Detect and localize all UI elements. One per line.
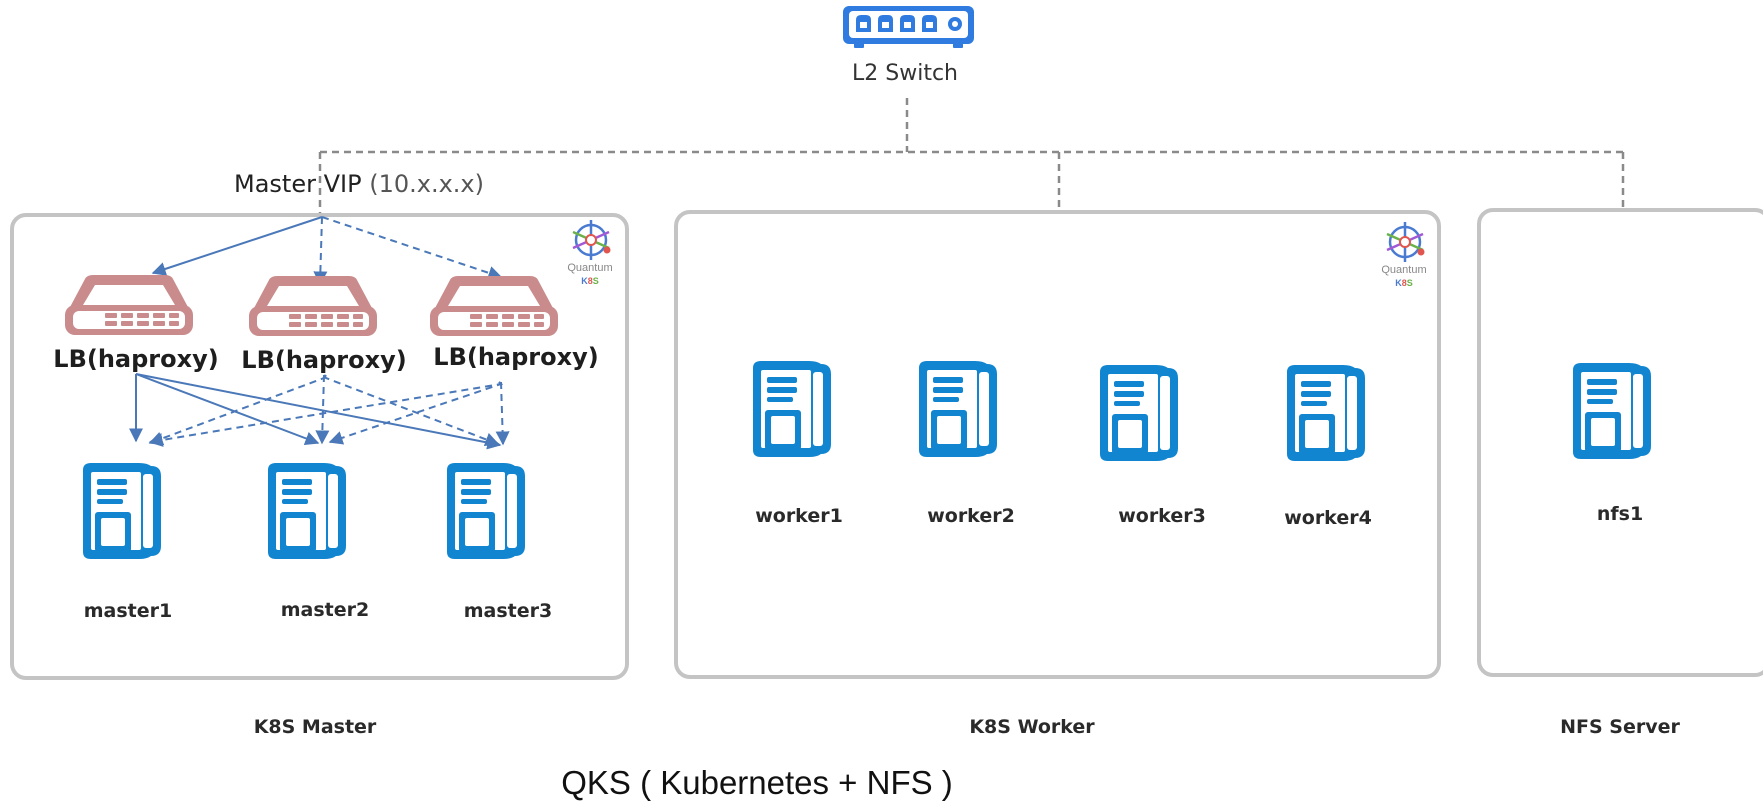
server-icon — [1100, 365, 1178, 461]
badge-sub: K8S — [1395, 278, 1413, 288]
lb-label: LB(haproxy) — [433, 343, 599, 371]
group-label-nfs: NFS Server — [1560, 716, 1680, 738]
switch-connectors — [318, 98, 1625, 218]
worker-node-label: worker3 — [1118, 505, 1206, 527]
badge-sub: K8S — [581, 276, 599, 286]
vip-name: Master VIP — [234, 170, 362, 198]
server-icon — [83, 463, 161, 559]
vip-arrows — [151, 216, 503, 286]
server-icon — [447, 463, 525, 559]
master-node-label: master2 — [280, 599, 370, 621]
quantum-k8s-logo-icon — [571, 218, 612, 262]
server-icon — [268, 463, 346, 559]
group-label-worker: K8S Worker — [969, 716, 1095, 738]
worker-node-label: worker2 — [927, 505, 1015, 527]
group-box-master — [10, 213, 629, 680]
lb-label: LB(haproxy) — [53, 345, 219, 373]
group-box-nfs — [1477, 208, 1763, 677]
vip-ip: (10.x.x.x) — [369, 170, 484, 198]
page-title: QKS ( Kubernetes + NFS ) — [561, 764, 953, 801]
nfs-node-label: nfs1 — [1596, 503, 1644, 525]
load-balancer-icon — [430, 276, 558, 336]
master-node-label: master3 — [463, 600, 553, 622]
server-icon — [1573, 363, 1651, 459]
worker-node-label: worker4 — [1284, 507, 1372, 529]
lb-to-master-arrows — [129, 373, 510, 450]
server-icon — [919, 361, 997, 457]
badge-text: Quantum — [567, 262, 613, 274]
quantum-k8s-logo-icon — [1385, 220, 1426, 264]
server-icon — [1287, 365, 1365, 461]
group-label-master: K8S Master — [253, 716, 377, 738]
badge-text: Quantum — [1381, 264, 1427, 276]
switch-label: L2 Switch — [852, 61, 958, 86]
lb-label: LB(haproxy) — [241, 346, 407, 374]
group-box-worker — [674, 210, 1441, 679]
master-vip-label: Master VIP (10.x.x.x) — [234, 170, 484, 198]
load-balancer-icon — [65, 275, 193, 335]
worker-node-label: worker1 — [755, 505, 843, 527]
master-node-label: master1 — [83, 600, 173, 622]
network-switch-icon — [843, 6, 974, 48]
load-balancer-icon — [249, 276, 377, 336]
server-icon — [753, 361, 831, 457]
